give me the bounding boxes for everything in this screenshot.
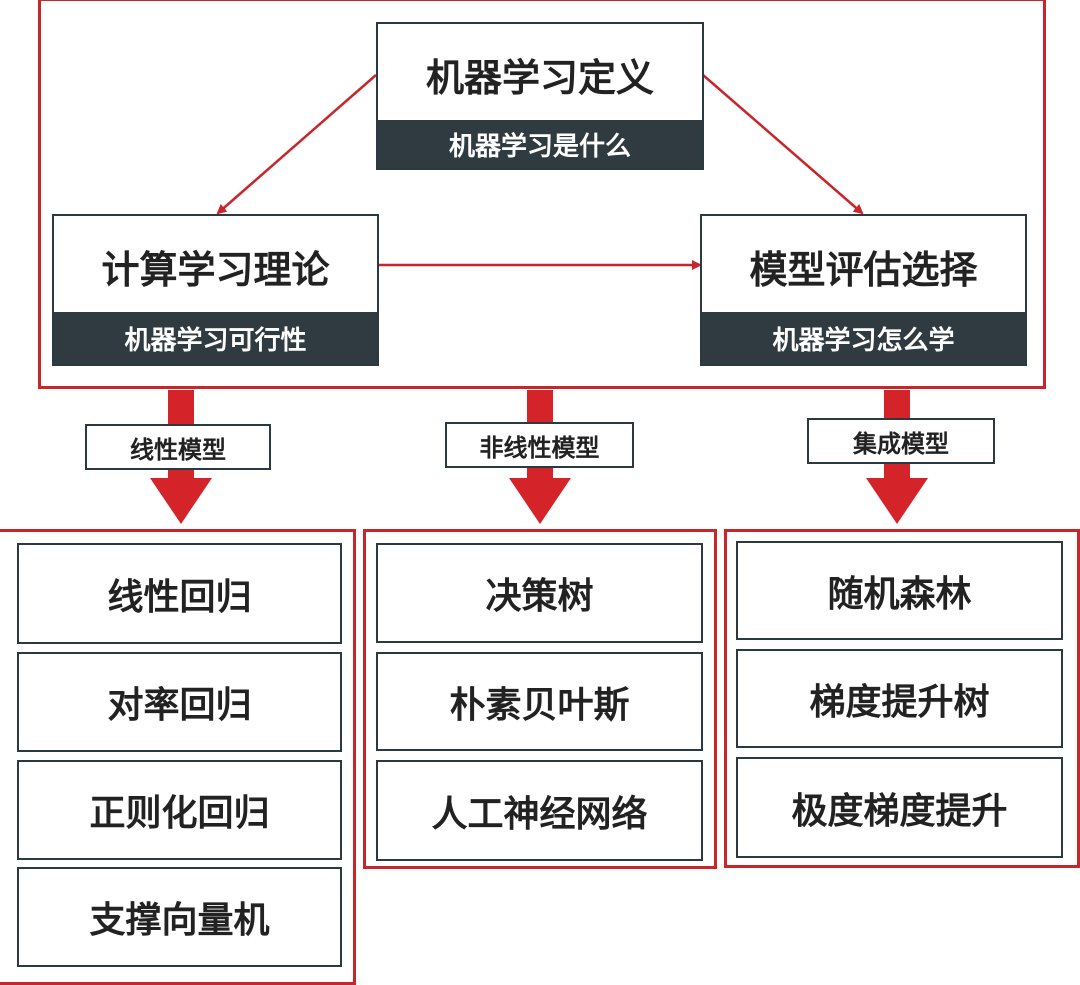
theory-subtitle: 机器学习可行性 [54,312,377,364]
nonlinear-item-2: 朴素贝叶斯 [376,652,703,751]
ensemble-item-1: 随机森林 [736,541,1063,640]
ensemble-item-3: 极度梯度提升 [736,757,1063,858]
ensemble-group-frame [724,529,1080,868]
theory-node: 计算学习理论 机器学习可行性 [52,214,379,366]
ensemble-item-2: 梯度提升树 [736,649,1063,748]
evaluation-title: 模型评估选择 [749,247,978,292]
nonlinear-group-frame [363,529,717,869]
linear-item-1: 线性回归 [17,543,342,644]
definition-subtitle: 机器学习是什么 [378,120,702,168]
linear-item-4: 支撑向量机 [17,867,342,967]
branch-label-nonlinear: 非线性模型 [445,422,634,468]
branch-label-ensemble: 集成模型 [807,418,995,464]
nonlinear-item-3: 人工神经网络 [376,760,703,861]
definition-title: 机器学习定义 [425,55,654,100]
top-frame [38,0,1046,389]
branch-label-linear: 线性模型 [85,424,271,470]
evaluation-node: 模型评估选择 机器学习怎么学 [700,214,1027,366]
arrow-definition-to-evaluation [702,74,864,215]
nonlinear-item-1: 决策树 [376,543,703,643]
linear-item-2: 对率回归 [17,652,342,752]
arrow-definition-to-theory [216,74,377,215]
evaluation-subtitle: 机器学习怎么学 [702,312,1025,364]
definition-node: 机器学习定义 机器学习是什么 [376,22,704,170]
linear-item-3: 正则化回归 [17,760,342,860]
theory-title: 计算学习理论 [101,247,330,292]
